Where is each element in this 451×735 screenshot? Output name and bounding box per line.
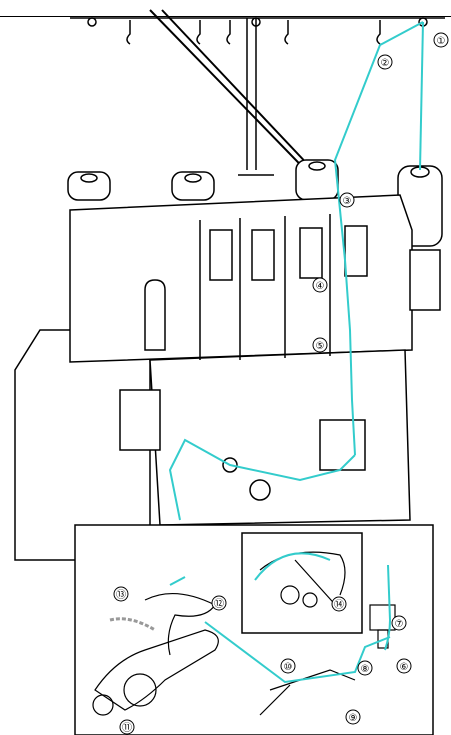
thread-spools [67, 159, 443, 247]
callout-4: ④ [316, 281, 325, 292]
callout-11: ⑪ [122, 722, 132, 734]
looper-closeup-inset [241, 532, 363, 634]
callout-7: ⑦ [395, 619, 404, 630]
upper-callouts: ① ② ③ ④ ⑤ [312, 32, 449, 353]
callout-2: ② [381, 58, 390, 69]
callout-9: ⑨ [349, 713, 358, 724]
direction-arrow [109, 617, 156, 632]
callout-13: ⑬ [116, 589, 126, 601]
looper-detail-inset: ⑥ ⑦ ⑧ ⑨ ⑩ ⑪ ⑫ ⑬ ⑭ [74, 524, 434, 735]
serger-body [14, 194, 441, 561]
thread-stand [70, 9, 445, 191]
callout-8: ⑧ [361, 664, 370, 675]
callout-12: ⑫ [214, 598, 224, 610]
callout-3: ③ [343, 196, 352, 207]
callout-6: ⑥ [400, 662, 409, 673]
header-rule [0, 0, 451, 17]
callout-14: ⑭ [334, 599, 344, 611]
callout-10: ⑩ [284, 662, 293, 673]
lower-looper-thread-path [169, 552, 392, 684]
callout-1: ① [437, 36, 446, 47]
upper-looper-thread-path [168, 21, 424, 521]
callout-5: ⑤ [316, 341, 325, 352]
